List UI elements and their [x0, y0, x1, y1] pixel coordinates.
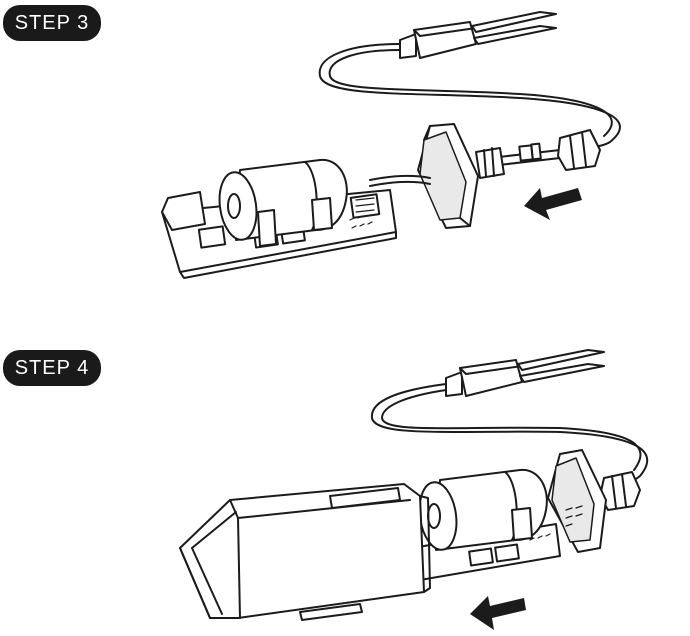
- end-cap: [547, 449, 607, 553]
- housing-shell: [179, 483, 431, 621]
- step-4-badge: STEP 4: [3, 350, 101, 386]
- end-cap: [417, 123, 505, 229]
- step-3-illustration: [161, 11, 621, 279]
- sensor-cable: [370, 383, 649, 489]
- step-3-badge: STEP 3: [3, 5, 101, 41]
- soil-probe: [399, 11, 557, 59]
- arrow-left-icon: [524, 188, 582, 220]
- sensor-cable: [318, 43, 621, 149]
- step-4-illustration: [179, 349, 649, 630]
- arrow-left-icon: [470, 596, 526, 630]
- soil-probe: [445, 349, 605, 397]
- cable-gland-nut: [557, 129, 601, 171]
- battery: [218, 158, 348, 247]
